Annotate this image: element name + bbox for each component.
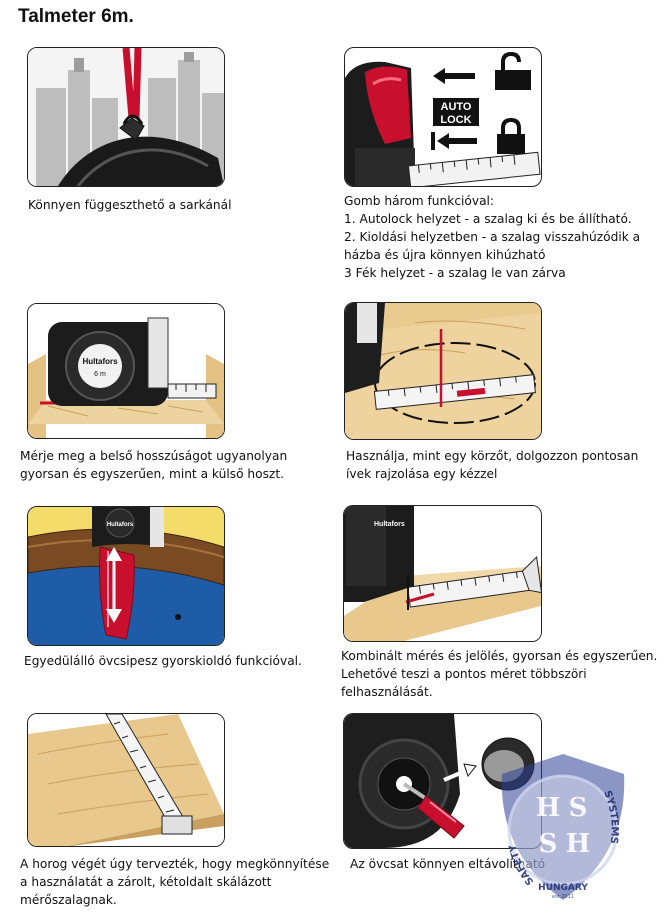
arrow-left-stop-icon [431, 132, 477, 150]
caption-hook: A horog végét úgy tervezték, hogy megkön… [20, 855, 329, 909]
caption-line: Egyedülálló övcsipesz gyorskioldó funkci… [24, 654, 302, 668]
brand-label: Hultafors [374, 521, 405, 528]
lock-icon [497, 117, 525, 154]
model-label: 6 m [94, 371, 106, 378]
caption-compass: Használja, mint egy körzőt, dolgozzon po… [346, 447, 638, 483]
brand-label: Hultafors [107, 522, 134, 528]
brand-label: Hultafors [82, 357, 118, 366]
illustration-inside-measure: Hultafors 6 m [27, 303, 225, 439]
logo-letter: S [569, 793, 588, 823]
caption-line: Mérje meg a belső hosszúságot ugyanolyan [20, 449, 288, 463]
illustration-hook [27, 713, 225, 847]
caption-clip-remove: Az övcsat könnyen eltávolítható [350, 855, 545, 873]
caption-line: a használatát a zárolt, kétoldalt skáláz… [20, 875, 272, 889]
logo-letter: H [536, 793, 561, 823]
caption-line: mérőszalagnak. [20, 893, 117, 907]
logo-letter: S [539, 829, 558, 859]
unlock-icon [495, 51, 531, 90]
caption-line: Kombinált mérés és jelölés, gyorsan és e… [341, 649, 658, 663]
arrow-left-icon [433, 68, 475, 84]
caption-line: gyorsan és egyszerűen, mint a külső hosz… [20, 467, 284, 481]
caption-line: ívek rajzolása egy kézzel [346, 467, 498, 481]
caption-measure-mark: Kombinált mérés és jelölés, gyorsan és e… [341, 647, 657, 701]
logo-letter: H [566, 829, 591, 859]
illustration-belt-clip: Hultafors [27, 506, 225, 646]
caption-line: Könnyen függeszthető a sarkánál [28, 198, 232, 212]
caption-inside-measure: Mérje meg a belső hosszúságot ugyanolyan… [20, 447, 287, 483]
caption-hang: Könnyen függeszthető a sarkánál [28, 196, 232, 214]
autolock-label-top: AUTO [441, 101, 472, 113]
caption-line: 1. Autolock helyzet - a szalag ki és be … [344, 212, 632, 226]
illustration-measure-mark: Hultafors [343, 505, 542, 642]
caption-belt-clip: Egyedülálló övcsipesz gyorskioldó funkci… [24, 652, 302, 670]
page-title: Talmeter 6m. [18, 6, 134, 27]
safety-systems-logo: H S S H SAFETY SYSTEMS HUNGARY est.2011 [501, 754, 625, 900]
illustration-hang [27, 47, 225, 187]
caption-button: Gomb három funkcióval: 1. Autolock helyz… [344, 192, 640, 282]
logo-year: est.2011 [552, 894, 574, 900]
illustration-compass [344, 302, 542, 440]
caption-line: házba és újra könnyen kihúzható [344, 248, 546, 262]
caption-line: felhasználását. [341, 685, 433, 699]
caption-line: A horog végét úgy tervezték, hogy megkön… [20, 857, 330, 871]
caption-line: Az övcsat könnyen eltávolítható [350, 857, 546, 871]
caption-line: Használja, mint egy körzőt, dolgozzon po… [346, 449, 639, 463]
logo-ring-bottom: HUNGARY [538, 883, 588, 893]
caption-line: Gomb három funkcióval: [344, 194, 495, 208]
illustration-button: AUTO LOCK [344, 47, 542, 187]
caption-line: Lehetővé teszi a pontos méret többszöri [341, 667, 587, 681]
caption-line: 3 Fék helyzet - a szalag le van zárva [344, 266, 566, 280]
caption-line: 2. Kioldási helyzetben - a szalag vissza… [344, 230, 641, 244]
autolock-label-bottom: LOCK [440, 114, 471, 126]
